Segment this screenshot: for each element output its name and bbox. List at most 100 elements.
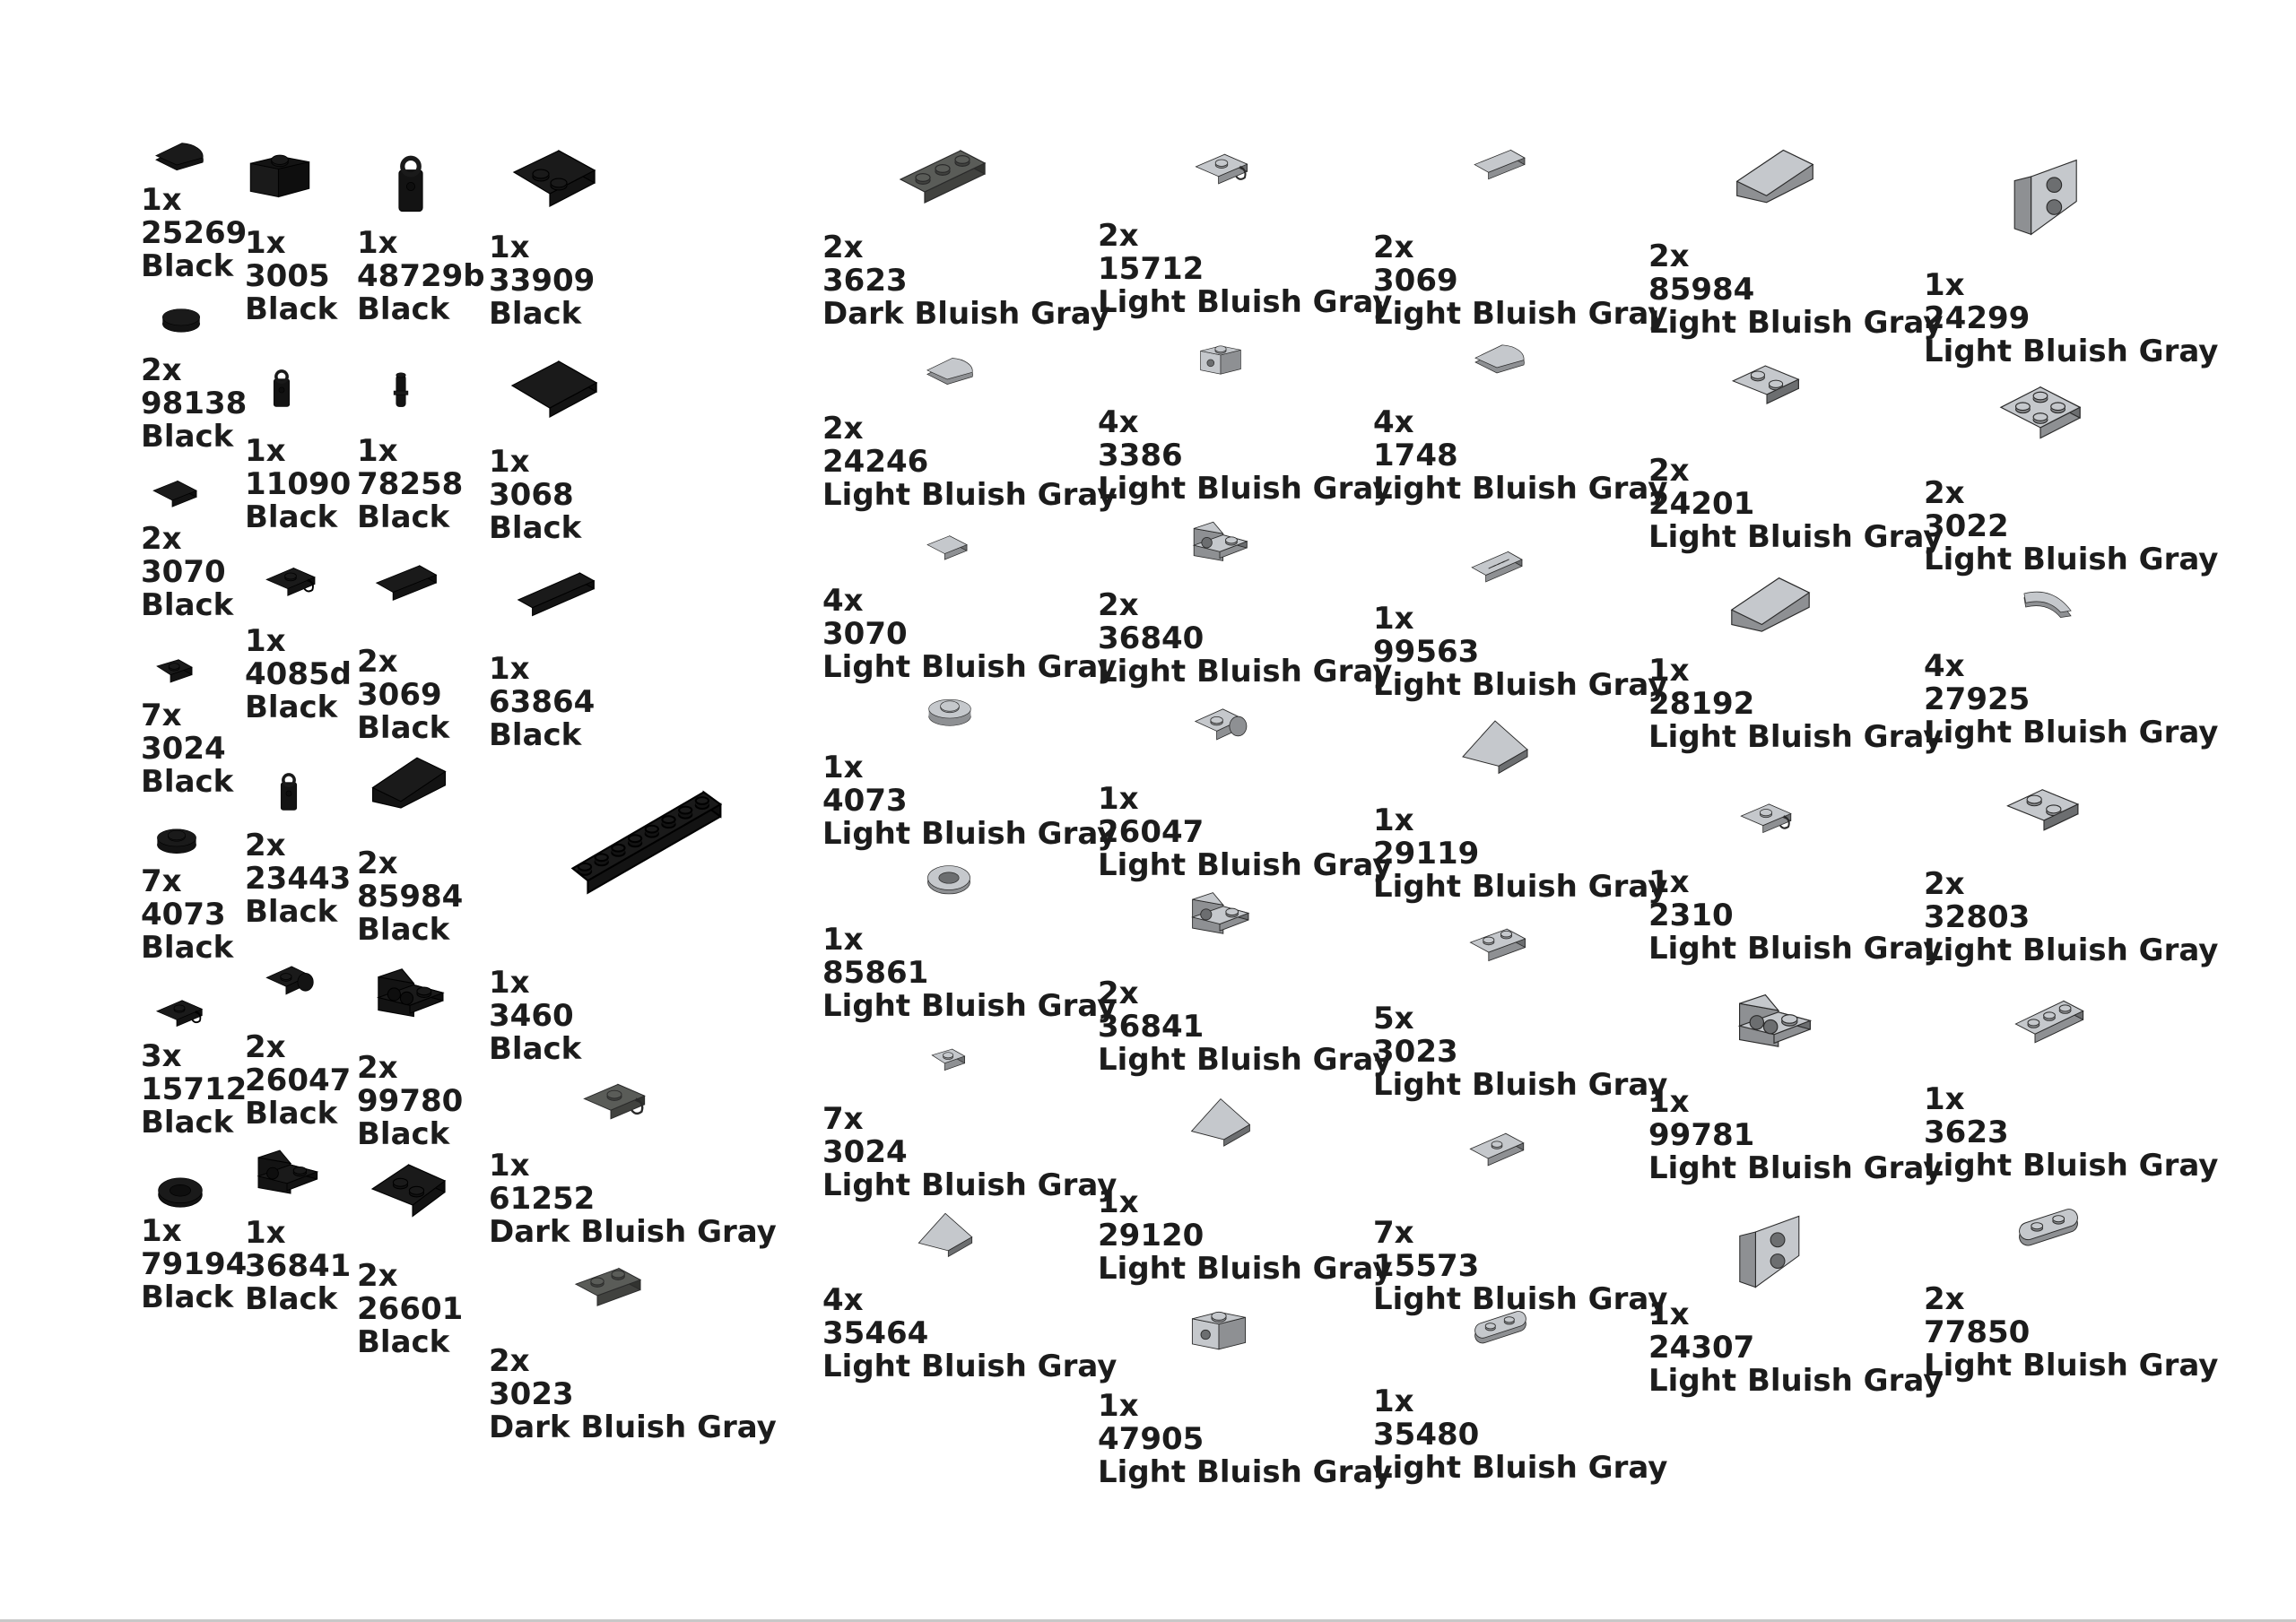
part-color-name: Light Bluish Gray bbox=[1373, 1281, 1668, 1317]
part-icon bbox=[357, 961, 463, 1040]
part-quantity: 4x bbox=[1098, 404, 1139, 440]
part-quantity: 1x bbox=[357, 225, 398, 261]
part-number: 3623 bbox=[822, 263, 908, 299]
part-icon bbox=[151, 1173, 210, 1225]
part-icon bbox=[913, 1210, 978, 1270]
part-number: 3069 bbox=[1373, 263, 1458, 299]
part-number: 3070 bbox=[822, 616, 908, 652]
part-color-name: Black bbox=[245, 894, 338, 930]
part-quantity: 3x bbox=[141, 1038, 182, 1074]
part-number: 3068 bbox=[489, 477, 574, 513]
part-number: 3024 bbox=[141, 731, 226, 767]
part-quantity: 2x bbox=[489, 1343, 530, 1379]
part-quantity: 4x bbox=[822, 1282, 864, 1318]
part-quantity: 1x bbox=[357, 433, 398, 469]
part-number: 3070 bbox=[141, 554, 226, 590]
part-color-name: Black bbox=[141, 248, 234, 284]
part-number: 48729b bbox=[357, 258, 485, 294]
part-quantity: 1x bbox=[1924, 267, 1965, 303]
part-number: 35480 bbox=[1373, 1417, 1480, 1453]
part-color-name: Light Bluish Gray bbox=[1648, 1150, 1944, 1186]
part-icon bbox=[1196, 332, 1246, 396]
part-icon bbox=[873, 143, 1013, 233]
part-number: 85984 bbox=[1648, 272, 1755, 308]
part-quantity: 1x bbox=[1098, 781, 1139, 817]
part-number: 28192 bbox=[1648, 686, 1755, 722]
part-number: 24201 bbox=[1648, 486, 1755, 522]
part-quantity: 5x bbox=[1373, 1001, 1414, 1037]
part-number: 36841 bbox=[245, 1248, 352, 1284]
part-color-name: Black bbox=[141, 1279, 234, 1315]
part-quantity: 2x bbox=[1924, 866, 1965, 902]
part-icon bbox=[918, 354, 982, 404]
part-number: 3022 bbox=[1924, 508, 2009, 544]
bottom-divider bbox=[0, 1619, 2296, 1622]
part-number: 11090 bbox=[245, 466, 352, 502]
part-icon bbox=[1731, 1212, 1812, 1291]
part-number: 29120 bbox=[1098, 1218, 1205, 1253]
part-icon bbox=[381, 350, 421, 432]
part-color-name: Light Bluish Gray bbox=[822, 1167, 1118, 1203]
part-color-name: Light Bluish Gray bbox=[1098, 1454, 1393, 1490]
part-icon bbox=[152, 305, 210, 346]
part-color-name: Black bbox=[141, 764, 234, 800]
part-color-name: Light Bluish Gray bbox=[1098, 1042, 1393, 1078]
part-color-name: Black bbox=[245, 499, 338, 535]
part-color-name: Black bbox=[141, 930, 234, 966]
part-color-name: Light Bluish Gray bbox=[1098, 847, 1393, 883]
part-icon bbox=[913, 529, 981, 578]
part-color-name: Light Bluish Gray bbox=[1924, 542, 2219, 577]
part-color-name: Black bbox=[141, 1105, 234, 1141]
part-number: 3069 bbox=[357, 677, 442, 713]
part-number: 99563 bbox=[1373, 634, 1480, 670]
part-number: 4073 bbox=[141, 897, 226, 932]
part-color-name: Light Bluish Gray bbox=[1924, 715, 2219, 750]
part-icon bbox=[1186, 883, 1254, 957]
part-icon bbox=[489, 567, 623, 646]
part-quantity: 2x bbox=[357, 846, 398, 881]
part-icon bbox=[2006, 143, 2089, 251]
part-number: 15712 bbox=[141, 1071, 248, 1107]
part-icon bbox=[357, 1157, 460, 1237]
part-number: 79194 bbox=[141, 1246, 248, 1282]
part-quantity: 2x bbox=[357, 1258, 398, 1294]
part-icon bbox=[144, 650, 203, 704]
part-icon bbox=[1186, 516, 1254, 580]
part-icon bbox=[357, 751, 461, 832]
part-color-name: Black bbox=[245, 291, 338, 327]
part-number: 36840 bbox=[1098, 620, 1205, 656]
part-number: 33909 bbox=[489, 263, 596, 299]
part-quantity: 2x bbox=[141, 521, 182, 557]
part-icon bbox=[911, 1040, 983, 1090]
part-icon bbox=[489, 354, 620, 444]
part-number: 3023 bbox=[489, 1376, 574, 1412]
part-icon bbox=[1186, 1296, 1252, 1376]
part-icon bbox=[151, 825, 203, 868]
part-color-name: Light Bluish Gray bbox=[1098, 471, 1393, 507]
part-number: 32803 bbox=[1924, 899, 2031, 935]
part-number: 1748 bbox=[1373, 438, 1458, 473]
part-number: 99781 bbox=[1648, 1117, 1755, 1153]
part-quantity: 2x bbox=[1924, 475, 1965, 511]
part-number: 29119 bbox=[1373, 836, 1480, 872]
